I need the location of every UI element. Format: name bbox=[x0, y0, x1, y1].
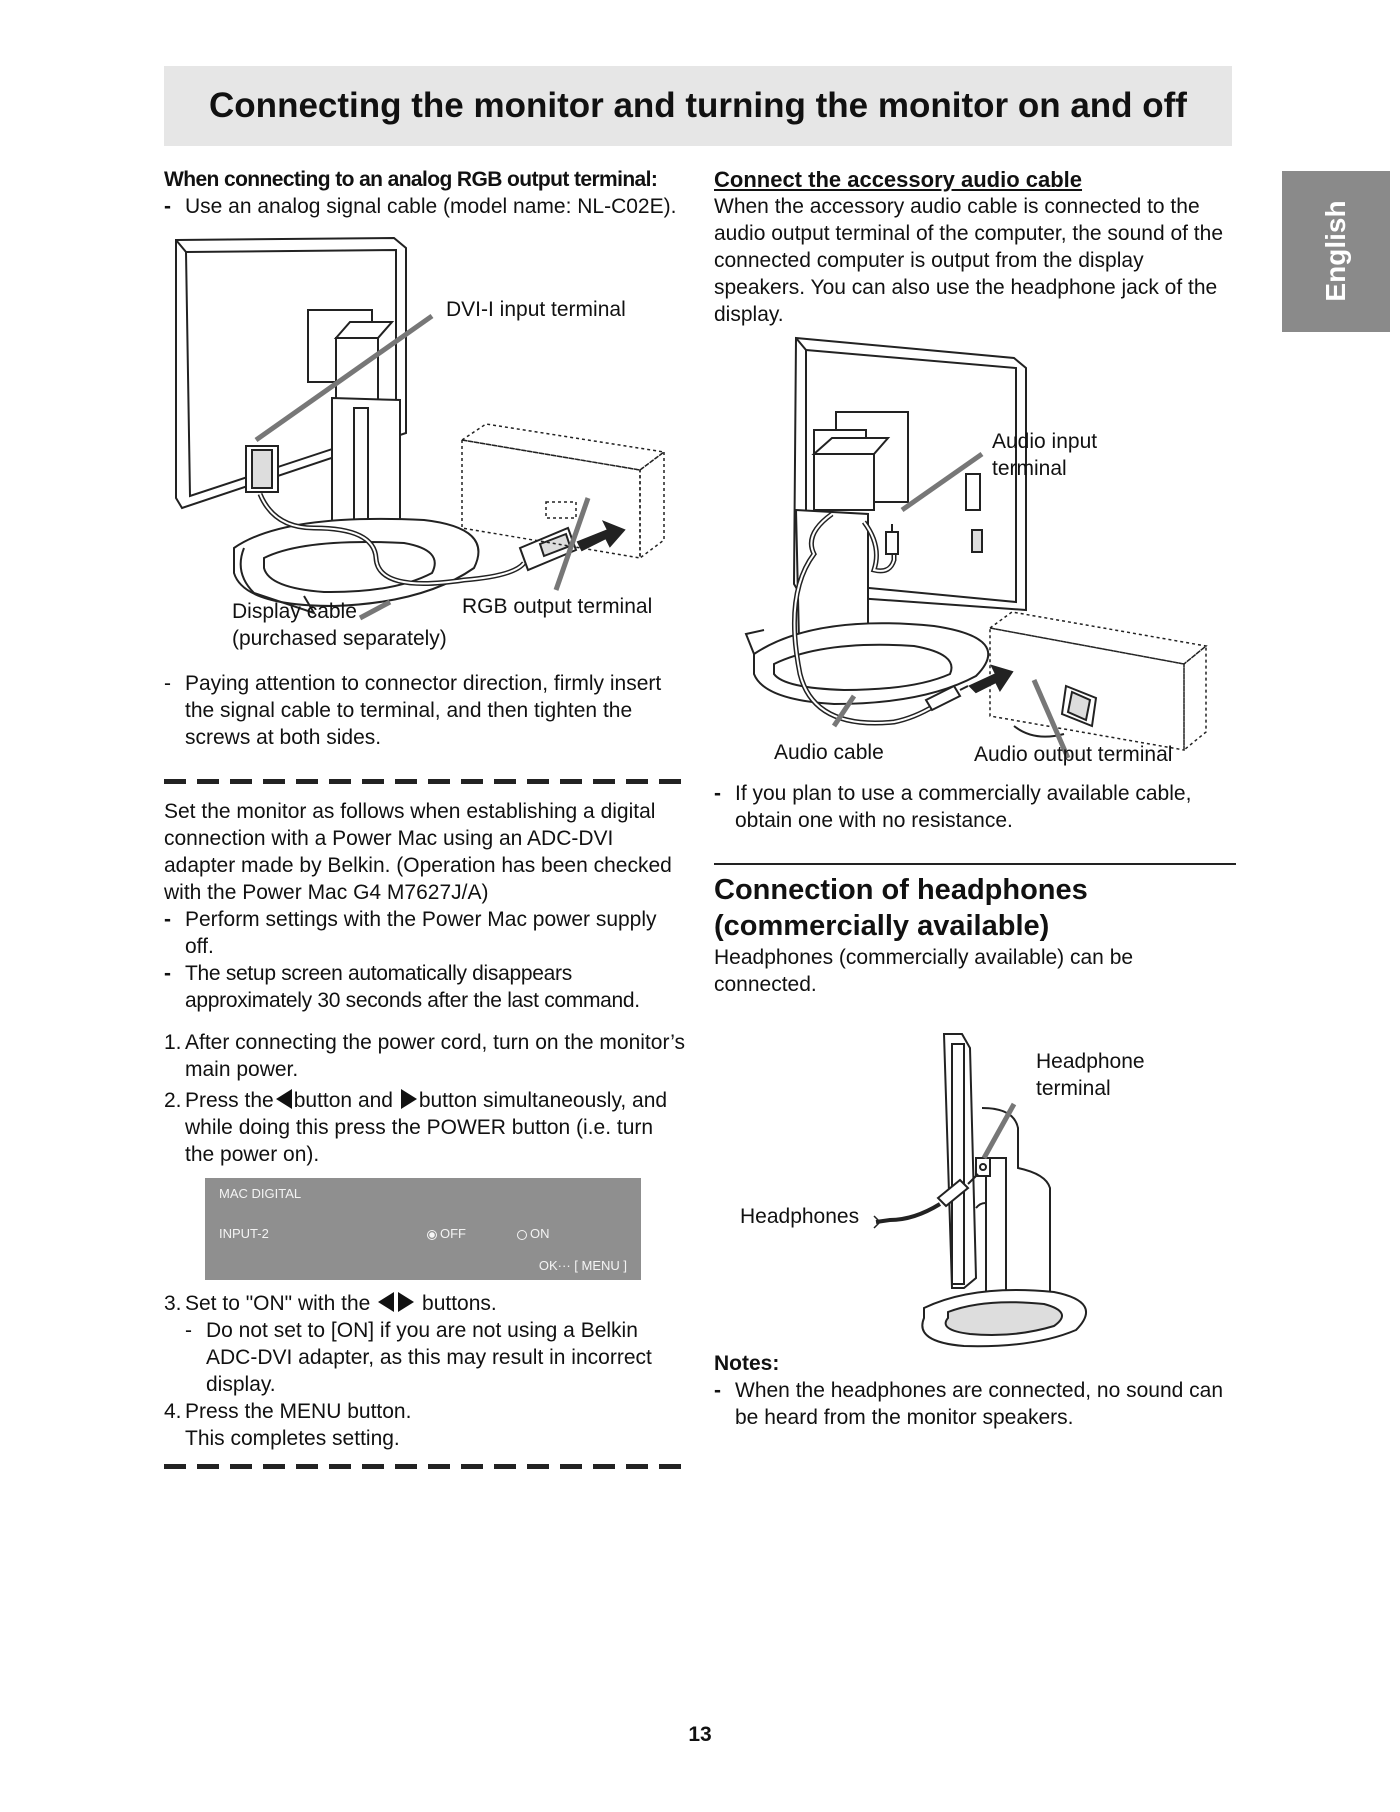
step-3-text-a: Set to "ON" with the bbox=[185, 1292, 371, 1315]
audio-connection-figure: Audio input terminal Audio cable Audio o… bbox=[714, 334, 1236, 774]
step-1-text: After connecting the power cord, turn on… bbox=[185, 1031, 686, 1081]
osd-option-off: OFF bbox=[427, 1226, 466, 1241]
page-title: Connecting the monitor and turning the m… bbox=[209, 86, 1187, 125]
dvi-input-terminal-label: DVI-I input terminal bbox=[446, 298, 626, 321]
osd-title: MAC DIGITAL bbox=[219, 1186, 302, 1201]
right-arrow-icon bbox=[398, 1292, 415, 1312]
rgb-output-terminal-label: RGB output terminal bbox=[462, 595, 653, 618]
osd-input-label: INPUT-2 bbox=[219, 1226, 269, 1241]
step-2-text-b: button and bbox=[293, 1089, 393, 1112]
step-2-text-a: Press the bbox=[185, 1089, 274, 1112]
step-4-completion: This completes setting. bbox=[185, 1427, 400, 1450]
headphones-figure: Headphone terminal Headphones bbox=[714, 1008, 1236, 1348]
right-arrow-button-icon bbox=[400, 1089, 417, 1109]
step-3-text-b: buttons. bbox=[422, 1292, 497, 1315]
page-number: 13 bbox=[688, 1723, 712, 1746]
step-1-number: 1. bbox=[164, 1031, 182, 1054]
osd-mac-digital-menu: MAC DIGITAL INPUT-2 OFF ON OK··· [ MENU … bbox=[205, 1178, 641, 1280]
step-1: 1.After connecting the power cord, turn … bbox=[164, 1029, 687, 1083]
headphone-terminal-label-2: terminal bbox=[1036, 1077, 1111, 1100]
step-3-number: 3. bbox=[164, 1292, 182, 1315]
step-4: 4.Press the MENU button. bbox=[164, 1398, 687, 1425]
analog-heading: When connecting to an analog RGB output … bbox=[164, 168, 658, 191]
headphones-heading-1: Connection of headphones bbox=[714, 874, 1088, 906]
mac-bullet-1: Perform settings with the Power Mac powe… bbox=[164, 906, 687, 960]
notes-heading: Notes: bbox=[714, 1352, 780, 1375]
audio-text: When the accessory audio cable is connec… bbox=[714, 195, 1224, 326]
section-divider-bottom bbox=[164, 1464, 687, 1469]
display-cable-note-label: (purchased separately) bbox=[232, 627, 447, 650]
left-arrow-icon bbox=[378, 1292, 395, 1312]
radio-selected-icon bbox=[427, 1230, 437, 1240]
step-3: 3.Set to "ON" with the buttons. bbox=[164, 1290, 687, 1317]
mac-bullet-2: The setup screen automatically disappear… bbox=[164, 960, 687, 1014]
analog-connection-figure: DVI-I input terminal Display cable (purc… bbox=[164, 228, 687, 664]
left-column: When connecting to an analog RGB output … bbox=[164, 166, 687, 1469]
osd-ok-hint: OK··· [ MENU ] bbox=[538, 1258, 627, 1273]
audio-heading: Connect the accessory audio cable bbox=[714, 167, 1083, 192]
osd-on-text: ON bbox=[530, 1226, 550, 1241]
step-3-note: Do not set to [ON] if you are not using … bbox=[164, 1317, 687, 1398]
step-4-number: 4. bbox=[164, 1400, 182, 1423]
headphone-terminal-label: Headphone bbox=[1036, 1050, 1145, 1073]
step-4-text: Press the MENU button. bbox=[185, 1400, 412, 1423]
display-cable-label: Display cable bbox=[232, 600, 357, 623]
headphones-text: Headphones (commercially available) can … bbox=[714, 946, 1134, 996]
left-arrow-button-icon bbox=[275, 1089, 292, 1109]
language-tab-label: English bbox=[1320, 200, 1351, 302]
monitor-rear-illustration bbox=[175, 236, 666, 621]
audio-cable-illustration bbox=[744, 336, 1208, 759]
headphones-label: Headphones bbox=[740, 1205, 860, 1228]
step-2-text-c: button simultaneously, and while doing t… bbox=[185, 1089, 668, 1166]
audio-input-terminal-label: Audio input bbox=[992, 430, 1098, 453]
attention-bullet: Paying attention to connector direction,… bbox=[164, 670, 687, 751]
osd-off-text: OFF bbox=[440, 1226, 466, 1241]
audio-input-terminal-label-2: terminal bbox=[992, 457, 1067, 480]
audio-output-terminal-label: Audio output terminal bbox=[974, 743, 1173, 766]
headphones-illustration bbox=[873, 1033, 1087, 1348]
analog-bullet: Use an analog signal cable (model name: … bbox=[164, 193, 687, 220]
language-tab: English bbox=[1282, 171, 1390, 332]
notes-bullet: When the headphones are connected, no so… bbox=[714, 1377, 1236, 1431]
mac-intro: Set the monitor as follows when establis… bbox=[164, 800, 672, 904]
headphones-divider bbox=[714, 863, 1236, 865]
step-2-number: 2. bbox=[164, 1089, 182, 1112]
osd-option-on: ON bbox=[517, 1226, 550, 1241]
title-bar: Connecting the monitor and turning the m… bbox=[164, 66, 1232, 146]
resistance-bullet: If you plan to use a commercially availa… bbox=[714, 780, 1236, 834]
right-column: Connect the accessory audio cable When t… bbox=[714, 166, 1236, 1431]
step-2: 2.Press the button and button simultaneou… bbox=[164, 1087, 687, 1168]
headphones-heading-2: (commercially available) bbox=[714, 910, 1050, 942]
section-divider-top bbox=[164, 779, 687, 784]
audio-cable-label: Audio cable bbox=[774, 741, 884, 764]
radio-unselected-icon bbox=[517, 1230, 527, 1240]
